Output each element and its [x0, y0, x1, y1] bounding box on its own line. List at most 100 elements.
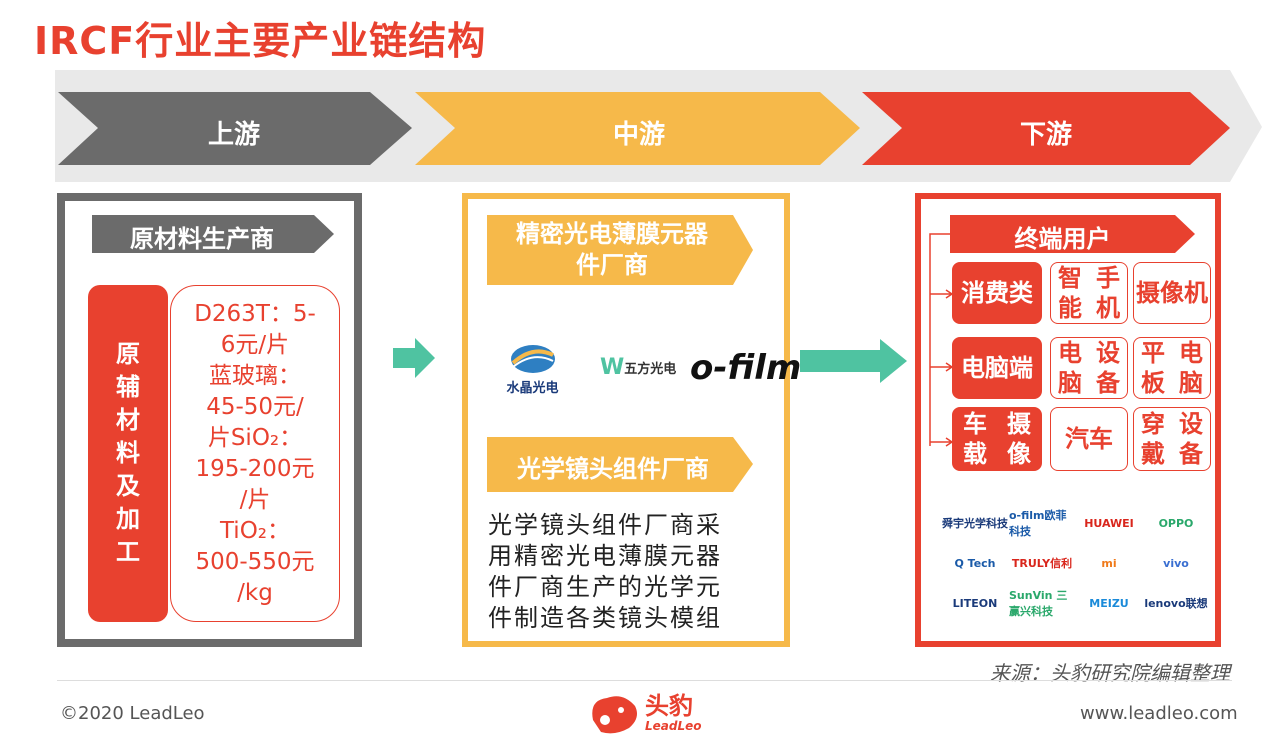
upstream-header-bg — [92, 215, 334, 253]
downstream-arrow — [862, 92, 1230, 165]
footer-logo: 头豹 LeadLeo — [585, 690, 702, 736]
page-title: IRCF行业主要产业链结构 — [34, 19, 487, 63]
mid-header1-line2: 件厂商 — [576, 251, 648, 279]
cell-line: 摄像 — [1136, 279, 1184, 307]
price-line: D263T：5- — [194, 300, 316, 327]
cell-line: 机 — [1184, 279, 1208, 307]
category-char: 辅 — [116, 373, 140, 401]
footer-divider — [57, 680, 1232, 681]
price-line: /kg — [237, 579, 273, 606]
mid-description-line: 光学镜头组件厂商采 — [488, 511, 722, 539]
cell-line: 汽车 — [1065, 425, 1113, 453]
shuijing-logo-icon — [510, 345, 555, 373]
cell-line: 穿戴 — [1141, 410, 1165, 468]
price-line: 片SiO₂： — [207, 424, 303, 451]
mid-description: 光学镜头组件厂商采 用精密光电薄膜元器 件厂商生产的光学元 件制造各类镜头模组 — [488, 510, 768, 634]
price-line: 500-550元 — [195, 548, 315, 575]
stage-upstream-label: 上游 — [207, 120, 260, 150]
logo-shuijing: 水晶光电 — [490, 343, 575, 396]
end-user-product: 穿戴设备 — [1133, 407, 1211, 471]
price-line: 45-50元/ — [206, 393, 304, 420]
midstream-panel — [462, 193, 790, 647]
brand-logo: SunVin 三赢兴科技 — [1009, 589, 1068, 618]
downstream-panel — [915, 193, 1221, 647]
category-char: 工 — [116, 538, 140, 566]
cell-line: 设备 — [1179, 410, 1203, 468]
price-line: 6元/片 — [220, 331, 290, 358]
brand-logo: HUAWEI — [1084, 516, 1134, 530]
category-char: 加 — [116, 505, 140, 533]
brand-logo: vivo — [1163, 556, 1189, 570]
price-line: /片 — [239, 486, 271, 513]
mid-header2: 光学镜头组件厂商 — [517, 455, 709, 483]
logo-wufang: W 五方光电 — [600, 352, 682, 382]
raw-material-category: 原辅材料及加工 — [88, 285, 168, 622]
cell-line: 平板 — [1141, 339, 1165, 397]
category-char: 材 — [116, 406, 140, 434]
end-user-category: 车载摄像 — [952, 407, 1042, 471]
price-line: TiO₂： — [219, 517, 291, 544]
price-line: 蓝玻璃： — [209, 362, 301, 389]
brand-logo: mi — [1101, 556, 1117, 570]
mid-description-line: 用精密光电薄膜元器 — [488, 542, 722, 570]
end-user-product: 智能手机 — [1050, 262, 1128, 324]
mid-header1-bg — [487, 215, 753, 285]
mid-description-line: 件制造各类镜头模组 — [488, 604, 722, 632]
source-note: 来源：头豹研究院编辑整理 — [990, 661, 1230, 685]
logo-subtext: LeadLeo — [645, 719, 702, 733]
cell-line: 类 — [1009, 279, 1033, 307]
stage-downstream-label: 下游 — [1019, 120, 1072, 150]
cell-line: 端 — [1009, 354, 1033, 382]
down-header: 终端用户 — [1014, 225, 1111, 253]
logo-shuijing-text: 水晶光电 — [506, 381, 559, 396]
brand-logo: lenovo联想 — [1144, 597, 1208, 610]
flow-arrow-2 — [800, 339, 907, 383]
mid-header1-line1: 精密光电薄膜元器 — [516, 220, 708, 248]
mid-header1: 精密光电薄膜元器 件厂商 — [487, 219, 737, 281]
down-header-bg — [950, 215, 1195, 253]
mid-description-line: 件厂商生产的光学元 — [488, 573, 722, 601]
brand-logo: o-film欧菲科技 — [1009, 509, 1067, 538]
copyright: ©2020 LeadLeo — [60, 703, 205, 724]
midstream-arrow — [415, 92, 860, 165]
logo-ofilm: o-film — [690, 348, 802, 388]
logo-wufang-text: 五方光电 — [624, 361, 677, 377]
cell-line: 智能 — [1058, 264, 1082, 322]
end-user-category: 消费类 — [952, 262, 1042, 324]
price-line: 195-200元 — [195, 455, 315, 482]
brand-logo: 舜宇光学科技 — [942, 517, 1008, 530]
brand-logo: TRULY信利 — [1011, 557, 1073, 570]
wufang-logo-icon: W — [600, 354, 625, 380]
cell-line: 电脑 — [1058, 339, 1082, 397]
upstream-panel — [57, 193, 362, 647]
category-char: 及 — [116, 472, 140, 500]
website: www.leadleo.com — [1080, 703, 1238, 724]
category-char: 料 — [116, 439, 140, 467]
end-user-product: 电脑设备 — [1050, 337, 1128, 399]
flow-arrow-1 — [393, 338, 435, 378]
stage-midstream-label: 中游 — [612, 120, 665, 150]
stage-banner — [55, 70, 1262, 182]
leopard-icon — [592, 696, 637, 734]
brand-logo: LITEON — [952, 596, 998, 610]
cell-line: 车载 — [963, 410, 987, 468]
brand-logo: Q Tech — [954, 556, 996, 570]
cell-line: 电脑 — [1179, 339, 1203, 397]
end-user-category: 电脑端 — [952, 337, 1042, 399]
upstream-header: 原材料生产商 — [130, 225, 274, 253]
mid-header2-bg — [487, 437, 753, 492]
cell-line: 设备 — [1096, 339, 1120, 397]
brand-logo: OPPO — [1158, 516, 1194, 530]
raw-material-prices: D263T：5- 6元/片蓝玻璃： 45-50元/片SiO₂： 195-200元/片 T… — [170, 285, 340, 622]
logo-text: 头豹 — [645, 692, 693, 720]
cell-line: 手机 — [1096, 264, 1120, 322]
cell-line: 电脑 — [961, 354, 1009, 382]
cell-line: 摄像 — [1007, 410, 1031, 468]
end-user-product: 摄像机 — [1133, 262, 1211, 324]
brand-logo: MEIZU — [1089, 596, 1129, 610]
end-user-product: 平板电脑 — [1133, 337, 1211, 399]
end-user-product: 汽车 — [1050, 407, 1128, 471]
cell-line: 消费 — [961, 279, 1009, 307]
category-char: 原 — [116, 340, 140, 368]
